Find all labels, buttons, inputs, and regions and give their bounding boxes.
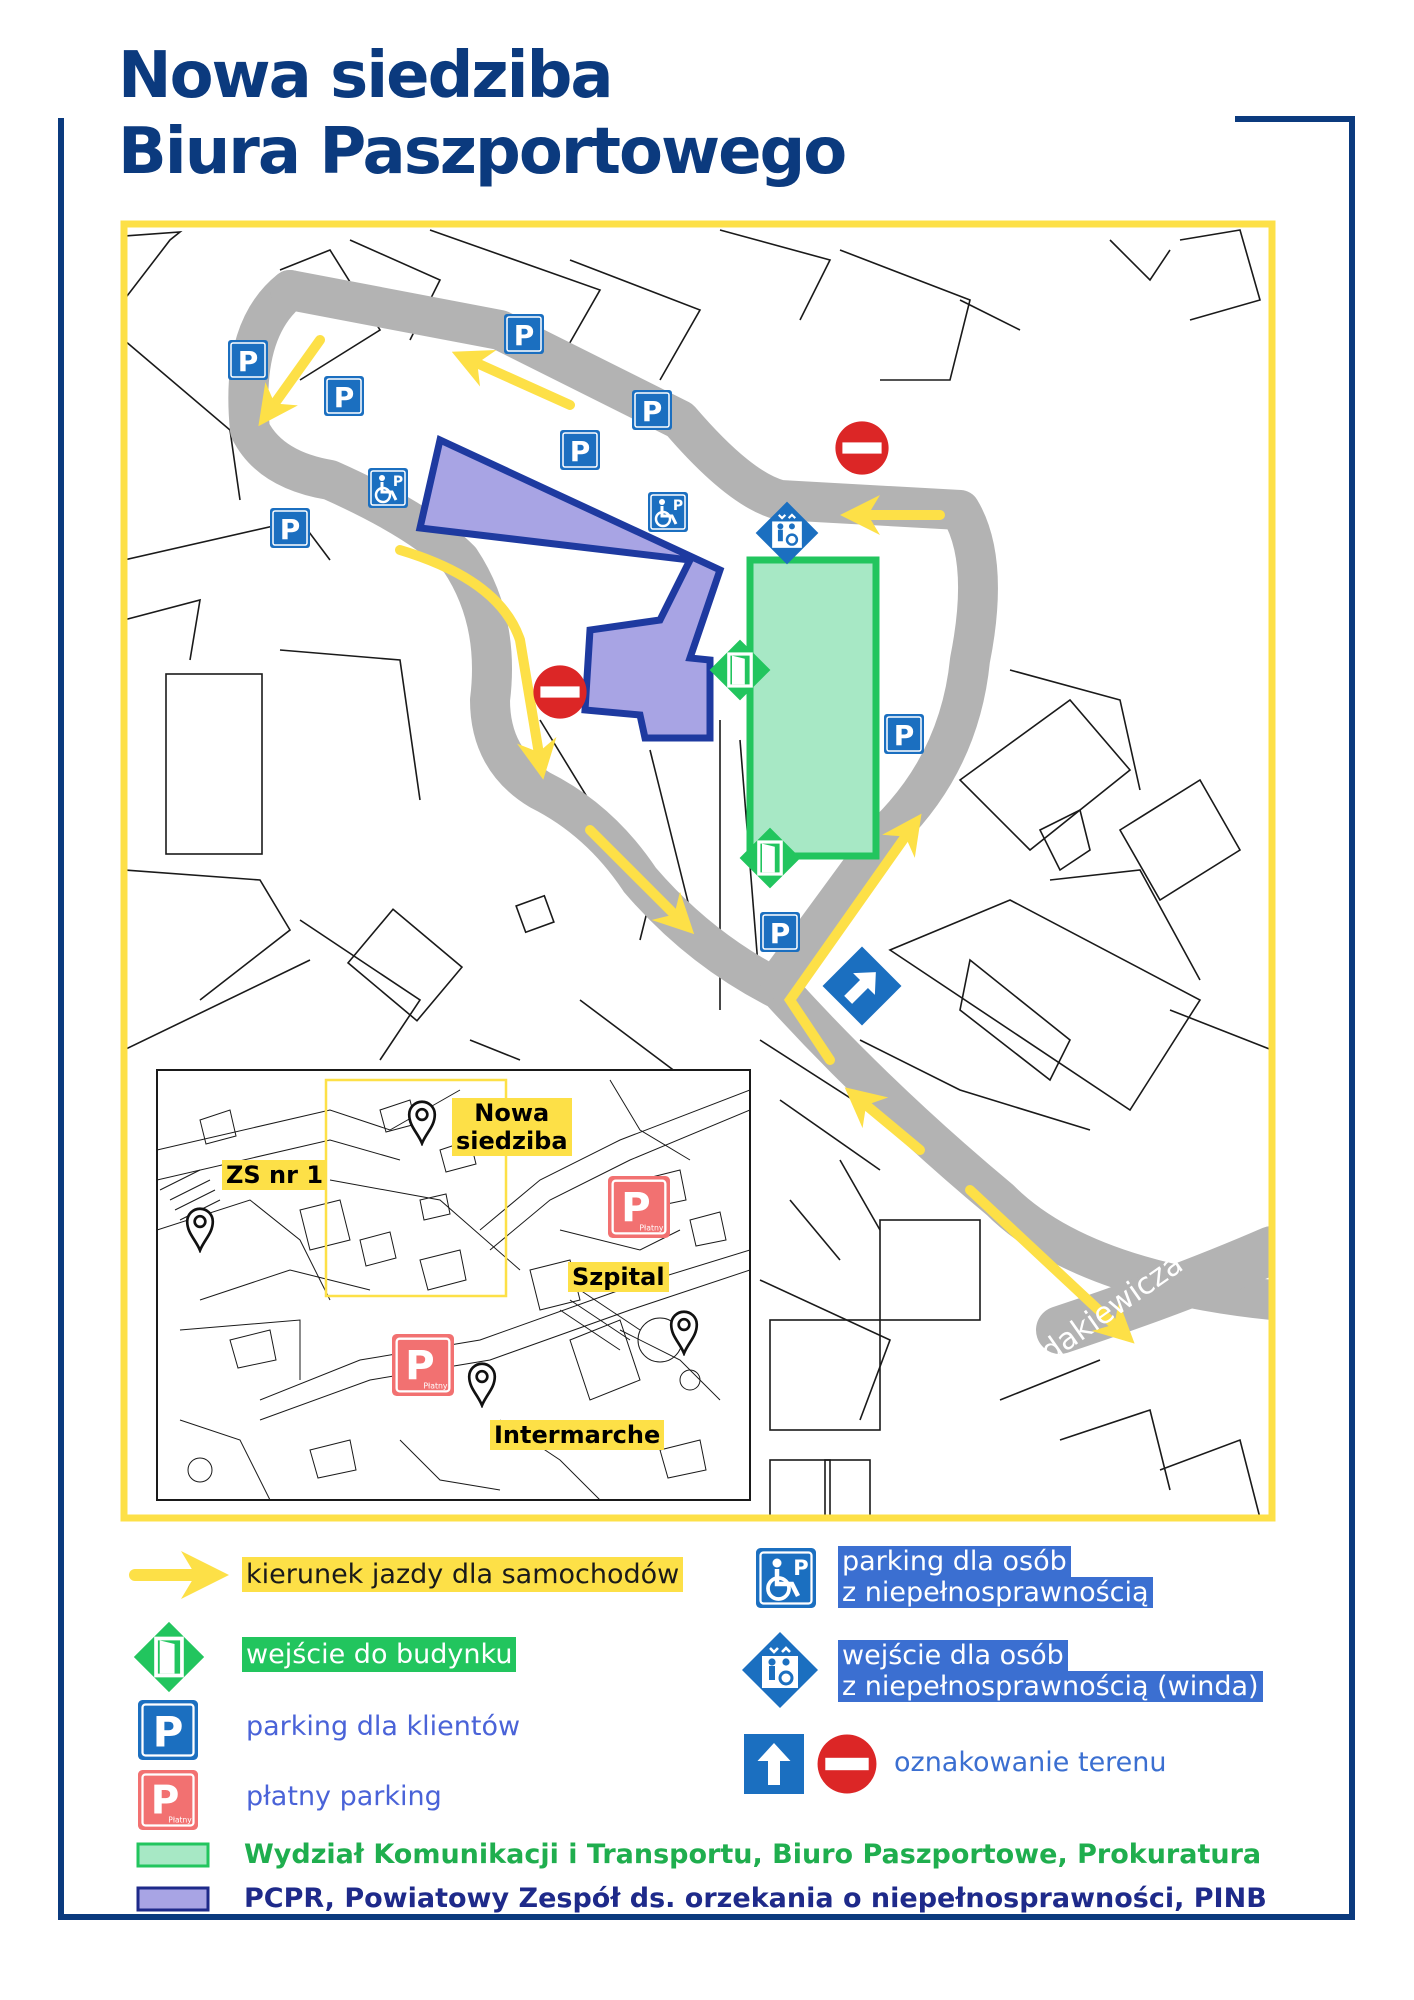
parking-icon bbox=[270, 508, 310, 548]
legend-disabled-entrance: wejście dla osób z niepełnosprawnością (… bbox=[838, 1640, 1263, 1702]
driving-route bbox=[228, 270, 1272, 1354]
legend-paid-parking: płatny parking bbox=[246, 1781, 442, 1812]
legend-disabled-entrance-line1: wejście dla osób bbox=[838, 1640, 1068, 1671]
legend-disabled-parking: parking dla osób z niepełnosprawnością bbox=[838, 1546, 1153, 1608]
disabled-parking-icon bbox=[648, 492, 688, 532]
inset-label-store: Intermarche bbox=[490, 1420, 665, 1450]
no-entry-sign-icon bbox=[533, 665, 587, 719]
one-way-sign-icon bbox=[744, 1734, 804, 1794]
legend-client-parking: parking dla klientów bbox=[246, 1711, 521, 1742]
parking-icon bbox=[138, 1700, 198, 1760]
legend-entrance: wejście do budynku bbox=[242, 1637, 517, 1672]
building-entrance-icon bbox=[132, 1620, 206, 1694]
parking-icon bbox=[324, 376, 364, 416]
parking-icon bbox=[228, 340, 268, 380]
title-line-1: Nowa siedziba bbox=[118, 39, 614, 113]
frame-right bbox=[1349, 116, 1355, 1920]
title-line-2: Biura Paszportowego bbox=[118, 115, 847, 189]
direction-arrows bbox=[258, 335, 1135, 1344]
inset-label-hospital: Szpital bbox=[568, 1262, 669, 1292]
parking-icon bbox=[632, 390, 672, 430]
paid-parking-icon bbox=[392, 1334, 454, 1396]
legend-green-building: Wydział Komunikacji i Transportu, Biuro … bbox=[244, 1839, 1262, 1870]
legend-purple-building: PCPR, Powiatowy Zespół ds. orzekania o n… bbox=[244, 1883, 1267, 1914]
legend-disabled-entrance-line2: z niepełnosprawnością (winda) bbox=[838, 1671, 1263, 1702]
no-entry-sign-icon bbox=[817, 1734, 877, 1794]
map-frame bbox=[120, 220, 1276, 1522]
page-title: Nowa siedziba Biura Paszportowego bbox=[118, 38, 847, 190]
legend-signage: oznakowanie terenu bbox=[894, 1747, 1167, 1778]
disabled-parking-icon bbox=[756, 1548, 816, 1608]
legend-disabled-parking-line2: z niepełnosprawnością bbox=[838, 1577, 1153, 1608]
parking-icon bbox=[560, 430, 600, 470]
map-linework bbox=[124, 229, 1272, 1518]
legend-entrance-text: wejście do budynku bbox=[242, 1637, 517, 1672]
frame-bottom bbox=[58, 1914, 1355, 1920]
paid-parking-icon bbox=[138, 1770, 198, 1830]
green-building-swatch bbox=[136, 1842, 210, 1868]
frame-top-right bbox=[1235, 116, 1355, 122]
parking-icon bbox=[504, 314, 544, 354]
green-building bbox=[746, 556, 880, 860]
no-entry-sign-icon bbox=[835, 421, 889, 475]
inset-label-new-office: Nowa siedziba bbox=[452, 1098, 572, 1156]
legend-graphics bbox=[129, 1548, 877, 1912]
elevator-entrance-icon bbox=[740, 1630, 820, 1710]
frame-left bbox=[58, 118, 64, 1920]
inset-linework bbox=[157, 1079, 750, 1500]
parking-icon bbox=[760, 912, 800, 952]
paid-parking-icon bbox=[608, 1176, 670, 1238]
parking-icon bbox=[884, 714, 924, 754]
legend-disabled-parking-line1: parking dla osób bbox=[838, 1546, 1071, 1577]
purple-building-swatch bbox=[136, 1886, 210, 1912]
legend-car-direction: kierunek jazdy dla samochodów bbox=[242, 1557, 684, 1592]
inset-label-school: ZS nr 1 bbox=[222, 1160, 328, 1190]
purple-building bbox=[415, 435, 725, 742]
legend-car-direction-text: kierunek jazdy dla samochodów bbox=[242, 1557, 684, 1592]
disabled-parking-icon bbox=[368, 468, 408, 508]
